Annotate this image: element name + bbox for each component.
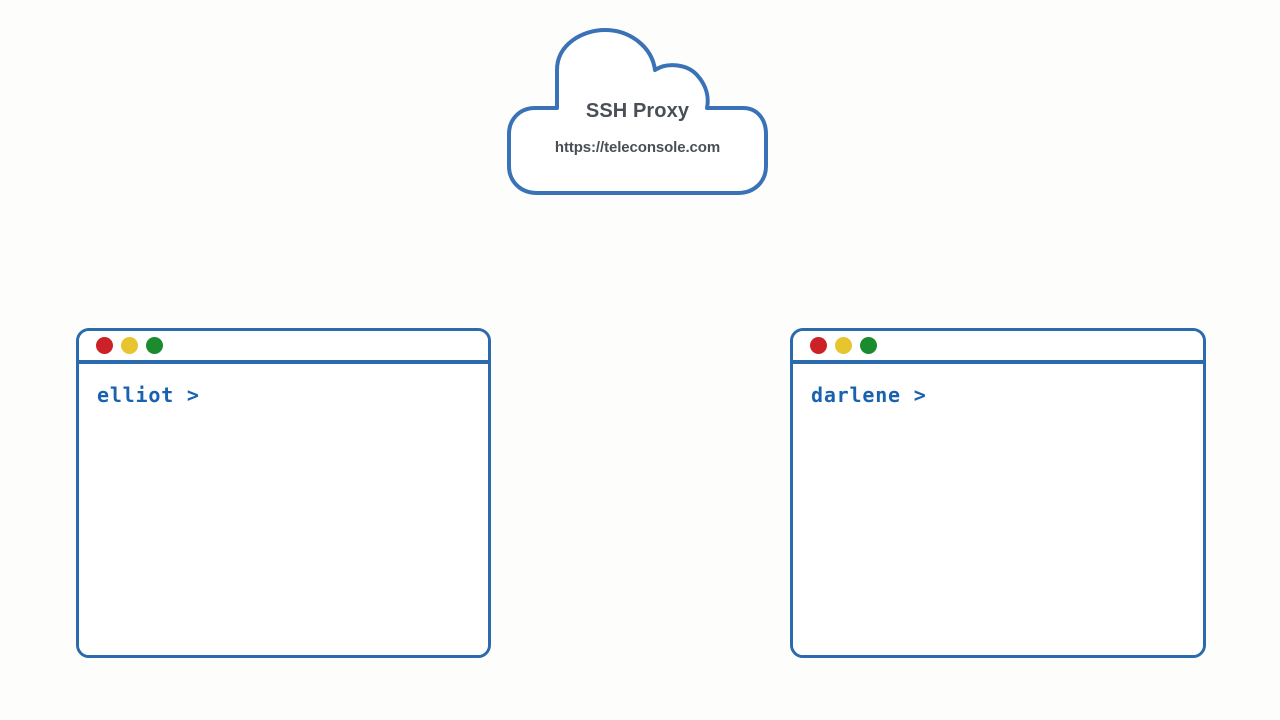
titlebar-darlene bbox=[793, 331, 1203, 364]
maximize-button[interactable] bbox=[146, 337, 163, 354]
terminal-window-elliot[interactable]: elliot > bbox=[76, 328, 491, 658]
terminal-body-elliot[interactable]: elliot > bbox=[79, 364, 488, 655]
terminal-body-darlene[interactable]: darlene > bbox=[793, 364, 1203, 655]
cloud-shape-icon bbox=[507, 28, 768, 195]
shell-prompt-darlene: darlene > bbox=[811, 383, 927, 407]
titlebar-elliot bbox=[79, 331, 488, 364]
minimize-button[interactable] bbox=[835, 337, 852, 354]
close-button[interactable] bbox=[810, 337, 827, 354]
ssh-proxy-cloud: SSH Proxy https://teleconsole.com bbox=[495, 22, 780, 202]
close-button[interactable] bbox=[96, 337, 113, 354]
terminal-window-darlene[interactable]: darlene > bbox=[790, 328, 1206, 658]
shell-prompt-elliot: elliot > bbox=[97, 383, 200, 407]
maximize-button[interactable] bbox=[860, 337, 877, 354]
minimize-button[interactable] bbox=[121, 337, 138, 354]
